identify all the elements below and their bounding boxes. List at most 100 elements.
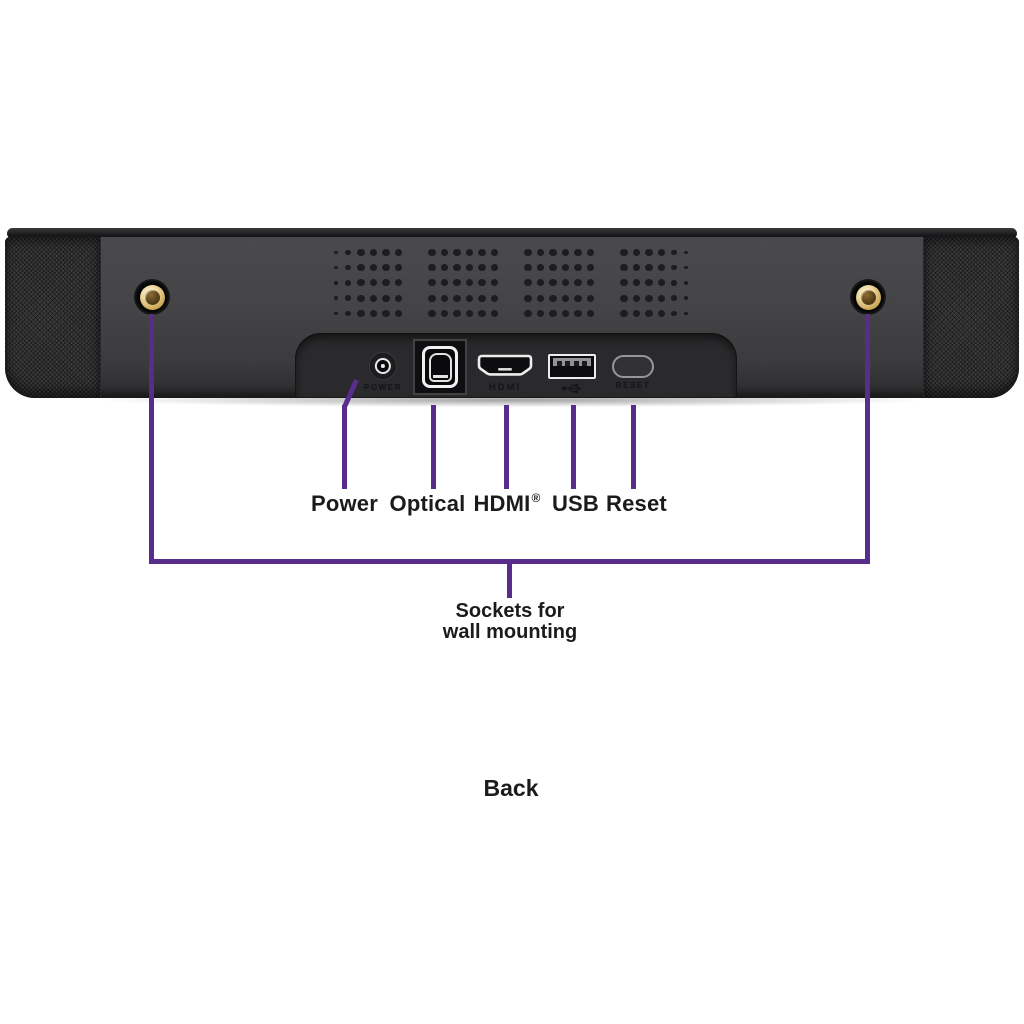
dc-power-jack-icon <box>368 352 397 380</box>
mount-left-leader-line <box>149 314 154 563</box>
vent-hole <box>333 265 338 270</box>
vent-hole <box>657 279 665 287</box>
vent-hole <box>394 294 402 302</box>
vent-hole <box>440 294 448 302</box>
reset-leader-line <box>631 405 636 489</box>
vent-hole <box>586 309 594 317</box>
callout-label-optical: Optical <box>389 491 466 516</box>
vent-hole <box>586 279 594 287</box>
vent-hole <box>478 249 486 256</box>
wall-mount-caption: Sockets for wall mounting <box>442 600 578 643</box>
vent-hole <box>684 250 689 255</box>
mount-right-leader-line <box>865 314 870 563</box>
vent-hole <box>684 311 689 316</box>
vent-hole <box>620 309 628 317</box>
vent-hole <box>345 310 352 316</box>
vent-hole <box>586 264 594 272</box>
vent-hole <box>574 264 582 272</box>
callout-label-hdmi: HDMI® <box>473 491 541 516</box>
callout-label-usb: USB <box>551 491 600 516</box>
vent-hole <box>536 264 544 272</box>
vent-hole <box>440 279 448 287</box>
vent-hole <box>632 249 640 256</box>
vent-hole <box>574 279 582 287</box>
vent-hole <box>574 249 582 256</box>
vent-hole <box>453 279 461 287</box>
vent-hole <box>357 309 365 317</box>
vent-hole <box>345 295 352 301</box>
reset-port-label: RESET <box>615 381 651 390</box>
wall-mount-socket-icon <box>855 284 881 310</box>
figure-caption-back: Back <box>483 775 539 801</box>
vent-hole <box>524 309 532 317</box>
vent-hole <box>524 294 532 302</box>
vent-hole <box>382 249 390 256</box>
vent-hole <box>453 294 461 302</box>
vent-hole <box>394 309 402 317</box>
mount-caption-stem-line <box>507 559 512 598</box>
optical-leader-line <box>431 405 436 489</box>
vent-hole <box>369 249 377 256</box>
vent-hole <box>453 249 461 256</box>
vent-hole <box>333 281 338 285</box>
vent-hole <box>586 249 594 256</box>
vent-hole <box>490 294 498 302</box>
vent-hole <box>428 249 436 256</box>
soundbar-back-face: POWER HDMI <box>5 237 1019 398</box>
vent-hole <box>345 249 352 256</box>
vent-hole <box>549 309 557 317</box>
vent-hole <box>620 249 628 256</box>
vent-hole <box>645 294 653 302</box>
power-port: POWER <box>364 352 402 392</box>
vent-hole <box>382 279 390 287</box>
hdmi-port-label: HDMI <box>488 382 522 393</box>
usb-trident-icon <box>562 383 582 394</box>
vent-hole <box>561 249 569 256</box>
vent-hole <box>632 264 640 272</box>
vent-hole <box>394 264 402 272</box>
vent-hole <box>333 296 338 300</box>
vent-hole <box>369 264 377 272</box>
vent-hole <box>369 309 377 317</box>
vent-hole <box>394 279 402 287</box>
vent-hole <box>465 309 473 317</box>
power-leader-line <box>342 405 347 489</box>
vent-hole <box>357 294 365 302</box>
vent-hole <box>382 309 390 317</box>
vent-hole <box>536 249 544 256</box>
vent-hole <box>620 294 628 302</box>
toslink-optical-port-icon <box>413 339 467 395</box>
vent-hole <box>549 264 557 272</box>
vent-hole <box>632 309 640 317</box>
vent-hole <box>428 309 436 317</box>
vent-hole <box>524 279 532 287</box>
vent-hole <box>574 294 582 302</box>
vent-hole <box>428 294 436 302</box>
vent-hole <box>440 309 448 317</box>
usb-leader-line <box>571 405 576 489</box>
vent-hole <box>369 294 377 302</box>
vent-hole <box>440 264 448 272</box>
vent-hole <box>357 279 365 287</box>
vent-hole <box>478 309 486 317</box>
vent-hole <box>478 294 486 302</box>
vent-hole <box>382 294 390 302</box>
vent-hole <box>345 280 352 286</box>
usb-port <box>548 354 596 395</box>
hdmi-port: HDMI <box>477 353 533 393</box>
vent-hole <box>465 294 473 302</box>
vent-hole <box>632 279 640 287</box>
vent-hole <box>490 264 498 272</box>
vent-hole <box>645 264 653 272</box>
vent-hole <box>632 294 640 302</box>
vent-hole <box>357 264 365 272</box>
vent-hole <box>549 249 557 256</box>
vent-hole <box>453 264 461 272</box>
vent-hole <box>670 280 677 286</box>
vent-hole <box>645 279 653 287</box>
vent-hole <box>561 264 569 272</box>
vent-hole <box>549 294 557 302</box>
vent-hole <box>620 264 628 272</box>
vent-hole <box>524 264 532 272</box>
